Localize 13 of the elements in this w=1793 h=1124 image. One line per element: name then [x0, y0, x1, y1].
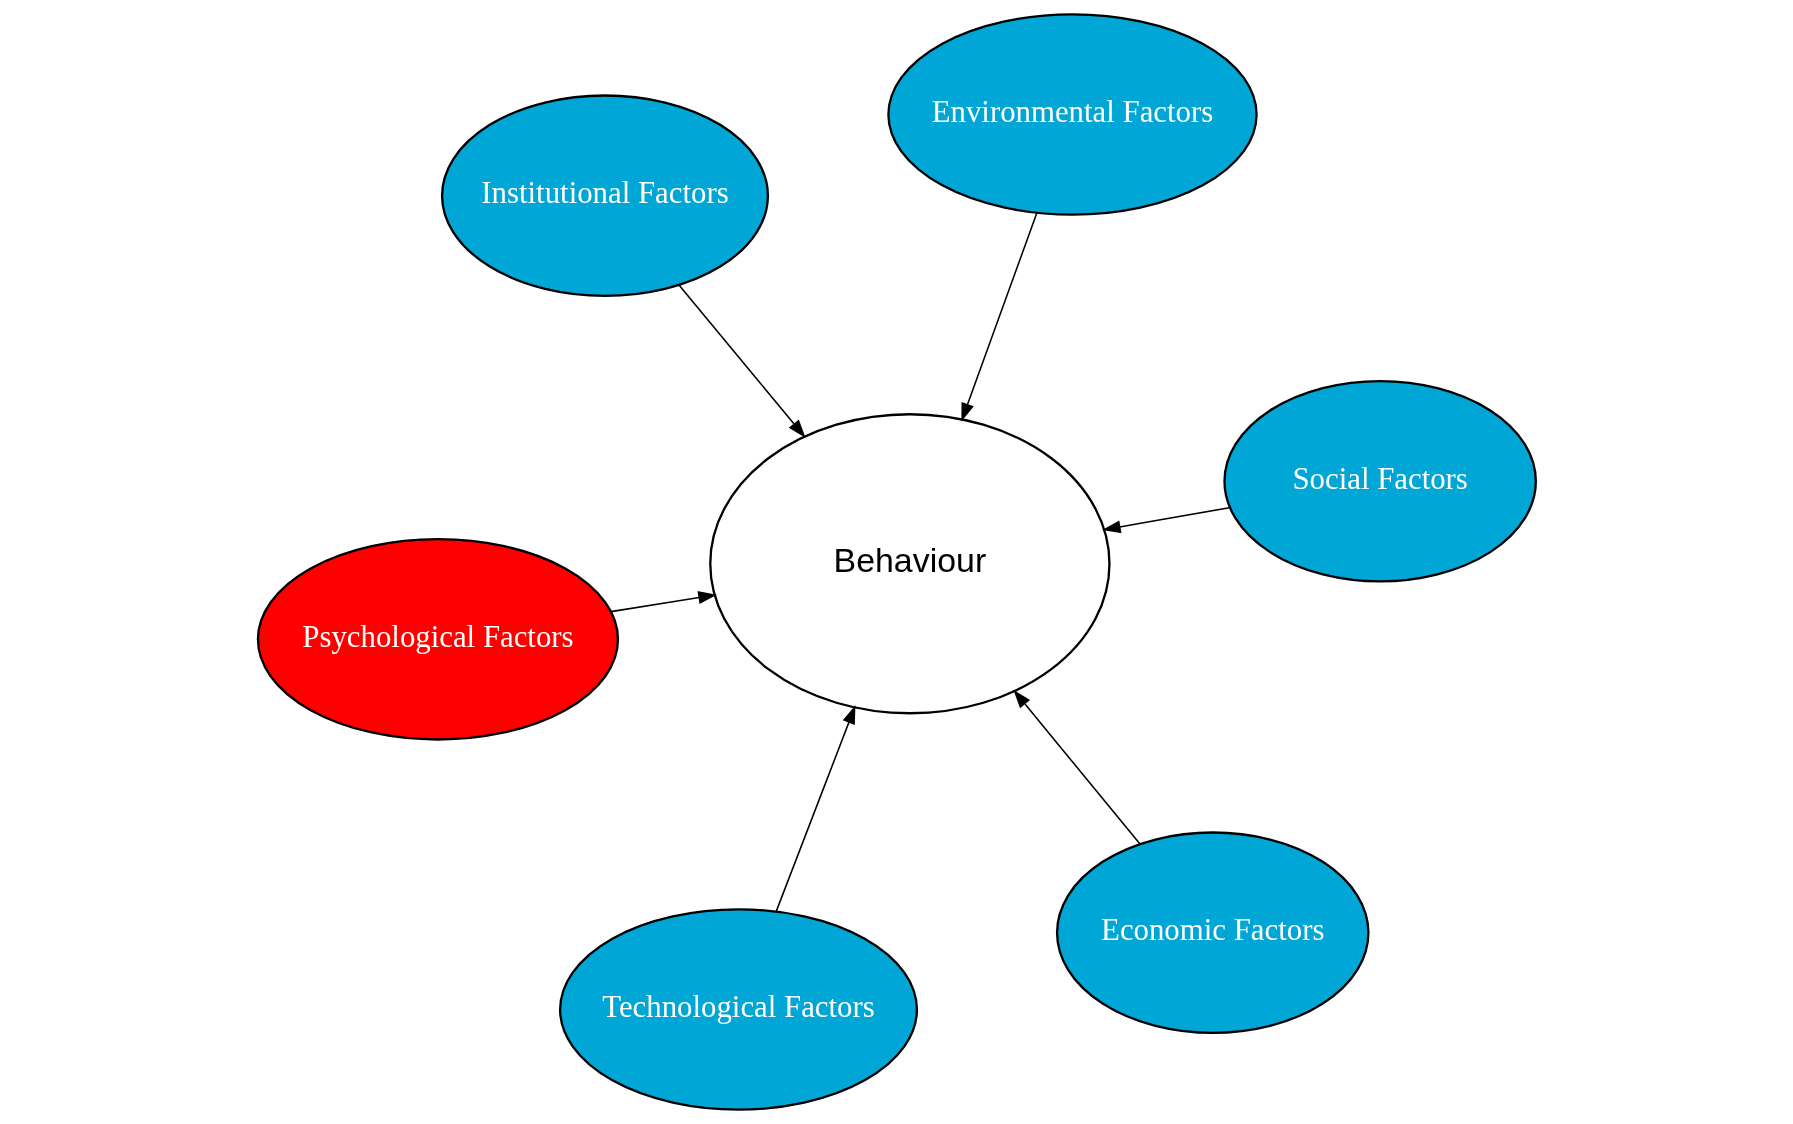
node-ellipse: Behaviour [708, 413, 1111, 715]
node-ellipse: Technological Factors [558, 908, 918, 1111]
arrow [609, 591, 717, 613]
arrow [677, 284, 806, 438]
node-ellipse: Environmental Factors [886, 13, 1258, 216]
node-ellipse: Economic Factors [1055, 831, 1370, 1034]
arrow [1101, 506, 1230, 534]
arrow [775, 705, 855, 912]
arrow [1012, 689, 1141, 845]
node-ellipse: Social Factors [1222, 379, 1537, 583]
node-ellipse: Psychological Factors [256, 538, 619, 741]
node-ellipse: Institutional Factors [440, 94, 769, 298]
arrow [960, 212, 1038, 422]
